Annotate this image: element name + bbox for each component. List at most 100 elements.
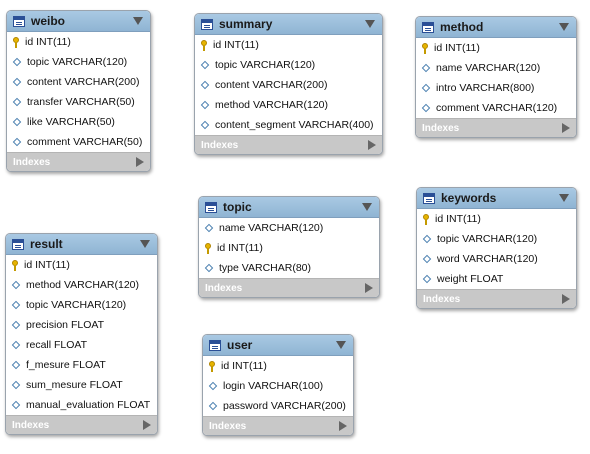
collapse-caret-icon[interactable] — [336, 341, 346, 349]
expand-arrow-icon[interactable] — [339, 421, 347, 431]
indexes-bar[interactable]: Indexes — [417, 289, 576, 308]
column-row[interactable]: topic VARCHAR(120) — [417, 229, 576, 249]
collapse-caret-icon[interactable] — [140, 240, 150, 248]
column-diamond-icon — [208, 401, 218, 411]
column-label: content VARCHAR(200) — [27, 76, 140, 88]
column-row[interactable]: comment VARCHAR(50) — [7, 132, 150, 152]
column-row[interactable]: content_segment VARCHAR(400) — [195, 115, 382, 135]
primary-key-icon — [13, 36, 19, 48]
table-method[interactable]: method id INT(11) name VARCHAR(120) intr… — [415, 16, 577, 138]
column-row[interactable]: id INT(11) — [195, 35, 382, 55]
table-header[interactable]: keywords — [417, 188, 576, 209]
column-row[interactable]: id INT(11) — [203, 356, 353, 376]
indexes-bar[interactable]: Indexes — [6, 415, 157, 434]
table-header[interactable]: result — [6, 234, 157, 255]
indexes-bar[interactable]: Indexes — [203, 416, 353, 435]
collapse-caret-icon[interactable] — [362, 203, 372, 211]
column-row[interactable]: topic VARCHAR(120) — [6, 295, 157, 315]
column-row[interactable]: method VARCHAR(120) — [195, 95, 382, 115]
table-summary[interactable]: summary id INT(11) topic VARCHAR(120) co… — [194, 13, 383, 155]
column-row[interactable]: weight FLOAT — [417, 269, 576, 289]
column-row[interactable]: login VARCHAR(100) — [203, 376, 353, 396]
column-label: sum_mesure FLOAT — [26, 379, 123, 391]
column-diamond-icon — [200, 120, 210, 130]
column-label: type VARCHAR(80) — [219, 262, 311, 274]
expand-arrow-icon[interactable] — [365, 283, 373, 293]
table-weibo[interactable]: weibo id INT(11) topic VARCHAR(120) cont… — [6, 10, 151, 172]
column-label: method VARCHAR(120) — [215, 99, 329, 111]
column-row[interactable]: manual_evaluation FLOAT — [6, 395, 157, 415]
column-label: id INT(11) — [435, 213, 481, 225]
column-row[interactable]: recall FLOAT — [6, 335, 157, 355]
column-label: precision FLOAT — [26, 319, 104, 331]
column-row[interactable]: intro VARCHAR(800) — [416, 78, 576, 98]
column-row[interactable]: content VARCHAR(200) — [7, 72, 150, 92]
column-label: id INT(11) — [434, 42, 480, 54]
indexes-bar[interactable]: Indexes — [416, 118, 576, 137]
column-row[interactable]: id INT(11) — [7, 32, 150, 52]
column-row[interactable]: sum_mesure FLOAT — [6, 375, 157, 395]
collapse-caret-icon[interactable] — [365, 20, 375, 28]
column-diamond-icon — [12, 117, 22, 127]
column-row[interactable]: like VARCHAR(50) — [7, 112, 150, 132]
indexes-label: Indexes — [205, 282, 243, 294]
indexes-bar[interactable]: Indexes — [199, 278, 379, 297]
column-label: method VARCHAR(120) — [26, 279, 140, 291]
column-row[interactable]: comment VARCHAR(120) — [416, 98, 576, 118]
table-header[interactable]: weibo — [7, 11, 150, 32]
column-diamond-icon — [204, 223, 214, 233]
expand-arrow-icon[interactable] — [562, 123, 570, 133]
collapse-caret-icon[interactable] — [559, 23, 569, 31]
column-diamond-icon — [421, 83, 431, 93]
expand-arrow-icon[interactable] — [143, 420, 151, 430]
table-keywords[interactable]: keywords id INT(11) topic VARCHAR(120) w… — [416, 187, 577, 309]
table-icon — [205, 201, 217, 213]
table-name: summary — [219, 17, 273, 31]
expand-arrow-icon[interactable] — [562, 294, 570, 304]
table-name: topic — [223, 200, 252, 214]
primary-key-icon — [205, 242, 211, 254]
column-diamond-icon — [12, 137, 22, 147]
column-label: recall FLOAT — [26, 339, 88, 351]
column-row[interactable]: id INT(11) — [416, 38, 576, 58]
indexes-bar[interactable]: Indexes — [195, 135, 382, 154]
table-topic[interactable]: topic name VARCHAR(120) id INT(11) type … — [198, 196, 380, 298]
table-header[interactable]: method — [416, 17, 576, 38]
table-header[interactable]: summary — [195, 14, 382, 35]
column-diamond-icon — [11, 280, 21, 290]
table-result[interactable]: result id INT(11) method VARCHAR(120) to… — [5, 233, 158, 435]
column-row[interactable]: name VARCHAR(120) — [199, 218, 379, 238]
column-row[interactable]: word VARCHAR(120) — [417, 249, 576, 269]
table-user[interactable]: user id INT(11) login VARCHAR(100) passw… — [202, 334, 354, 436]
column-row[interactable]: topic VARCHAR(120) — [195, 55, 382, 75]
column-label: id INT(11) — [221, 360, 267, 372]
column-row[interactable]: f_mesure FLOAT — [6, 355, 157, 375]
column-row[interactable]: id INT(11) — [6, 255, 157, 275]
table-header[interactable]: topic — [199, 197, 379, 218]
column-row[interactable]: precision FLOAT — [6, 315, 157, 335]
column-row[interactable]: type VARCHAR(80) — [199, 258, 379, 278]
collapse-caret-icon[interactable] — [559, 194, 569, 202]
indexes-label: Indexes — [13, 156, 51, 168]
column-label: id INT(11) — [213, 39, 259, 51]
column-diamond-icon — [204, 263, 214, 273]
table-icon — [423, 192, 435, 204]
column-row[interactable]: name VARCHAR(120) — [416, 58, 576, 78]
column-label: password VARCHAR(200) — [223, 400, 346, 412]
column-row[interactable]: id INT(11) — [199, 238, 379, 258]
column-label: id INT(11) — [217, 242, 263, 254]
column-row[interactable]: password VARCHAR(200) — [203, 396, 353, 416]
column-row[interactable]: topic VARCHAR(120) — [7, 52, 150, 72]
expand-arrow-icon[interactable] — [368, 140, 376, 150]
primary-key-icon — [12, 259, 18, 271]
table-header[interactable]: user — [203, 335, 353, 356]
column-label: manual_evaluation FLOAT — [26, 399, 151, 411]
indexes-bar[interactable]: Indexes — [7, 152, 150, 171]
column-row[interactable]: method VARCHAR(120) — [6, 275, 157, 295]
table-icon — [201, 18, 213, 30]
collapse-caret-icon[interactable] — [133, 17, 143, 25]
column-row[interactable]: content VARCHAR(200) — [195, 75, 382, 95]
column-row[interactable]: transfer VARCHAR(50) — [7, 92, 150, 112]
column-row[interactable]: id INT(11) — [417, 209, 576, 229]
expand-arrow-icon[interactable] — [136, 157, 144, 167]
